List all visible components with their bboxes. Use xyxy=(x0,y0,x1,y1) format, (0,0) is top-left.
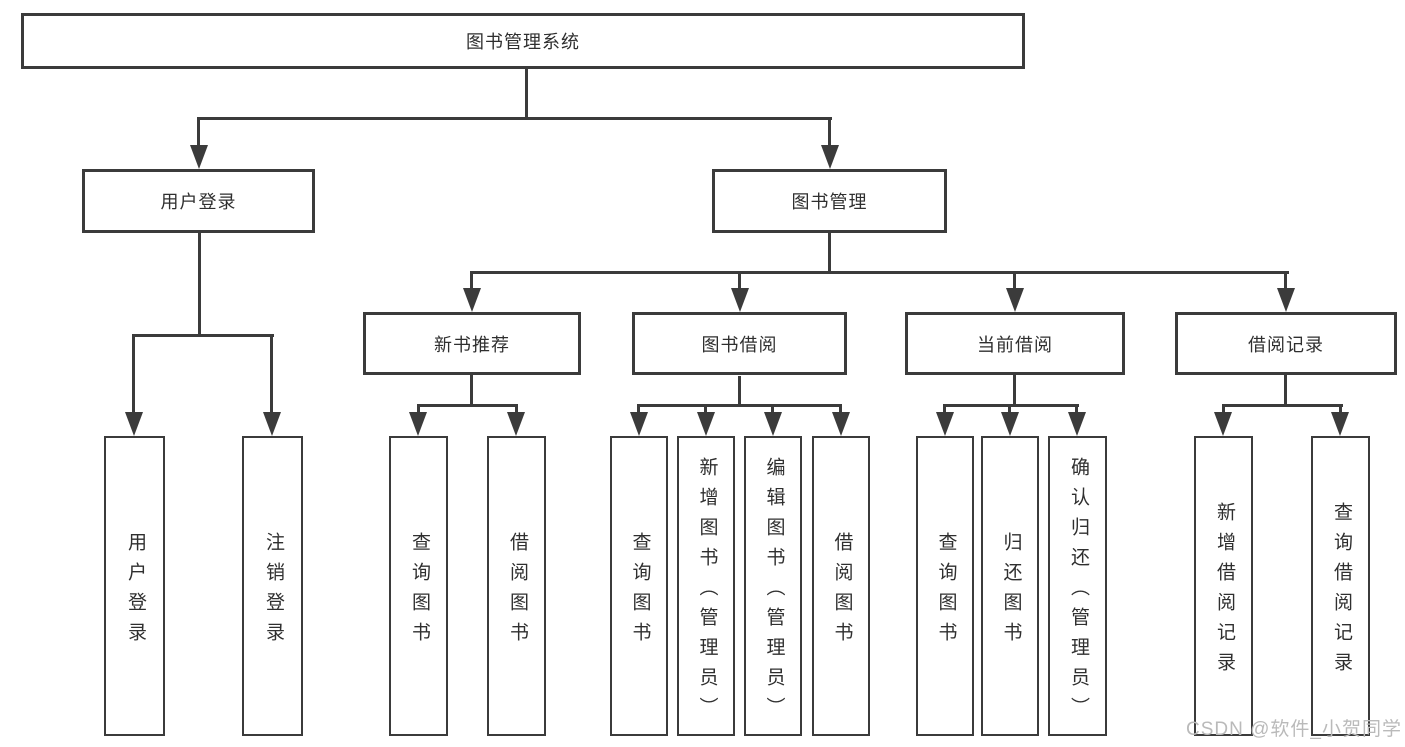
connector-line xyxy=(417,404,420,416)
node-new-book-rec: 新书推荐 xyxy=(363,312,581,375)
connector-line xyxy=(417,404,518,407)
connector-line xyxy=(943,404,1079,407)
node-current-borrow: 当前借阅 xyxy=(905,312,1125,375)
arrowhead-down-icon xyxy=(409,412,427,436)
leaf-br-add-record: 新增借阅记录 xyxy=(1194,436,1253,736)
leaf-cb-confirm-return: 确认归还（管理员） xyxy=(1048,436,1107,736)
leaf-cb-query-books: 查询图书 xyxy=(916,436,974,736)
leaf-bb-add-books: 新增图书（管理员） xyxy=(677,436,735,736)
connector-line xyxy=(515,404,518,416)
connector-line xyxy=(1222,404,1225,416)
arrowhead-down-icon xyxy=(697,412,715,436)
leaf-cb-return-books: 归还图书 xyxy=(981,436,1039,736)
node-label: 图书管理系统 xyxy=(466,32,580,52)
connector-line xyxy=(470,271,1289,274)
arrowhead-down-icon xyxy=(1006,288,1024,312)
arrowhead-down-icon xyxy=(1277,288,1295,312)
connector-line xyxy=(198,233,201,337)
connector-line xyxy=(771,404,774,416)
watermark: CSDN @软件_小贺同学 xyxy=(1186,719,1402,740)
connector-line xyxy=(1013,375,1016,406)
leaf-user-login: 用户登录 xyxy=(104,436,165,736)
connector-line xyxy=(197,117,200,147)
connector-line xyxy=(470,375,473,406)
arrowhead-down-icon xyxy=(731,288,749,312)
connector-line xyxy=(1222,404,1343,407)
connector-line xyxy=(1008,404,1011,416)
node-borrow-records: 借阅记录 xyxy=(1175,312,1397,375)
arrowhead-down-icon xyxy=(764,412,782,436)
connector-line xyxy=(828,233,831,274)
connector-line xyxy=(1339,404,1342,416)
node-label: 确认归还（管理员） xyxy=(1067,456,1089,727)
arrowhead-down-icon xyxy=(190,145,208,169)
leaf-bb-query-books: 查询图书 xyxy=(610,436,668,736)
arrowhead-down-icon xyxy=(263,412,281,436)
arrowhead-down-icon xyxy=(1001,412,1019,436)
connector-line xyxy=(270,334,273,414)
node-label: 借阅图书 xyxy=(506,531,528,652)
leaf-br-query-record: 查询借阅记录 xyxy=(1311,436,1370,736)
arrowhead-down-icon xyxy=(125,412,143,436)
node-label: 查询借阅记录 xyxy=(1330,501,1352,682)
connector-line xyxy=(470,271,473,291)
connector-line xyxy=(1284,375,1287,406)
connector-line xyxy=(1013,271,1016,291)
connector-line xyxy=(1284,271,1287,291)
arrowhead-down-icon xyxy=(630,412,648,436)
connector-line xyxy=(738,376,741,406)
connector-line xyxy=(525,69,528,119)
connector-line xyxy=(132,334,274,337)
arrowhead-down-icon xyxy=(936,412,954,436)
arrowhead-down-icon xyxy=(507,412,525,436)
node-label: 查询图书 xyxy=(935,531,957,652)
node-label: 查询图书 xyxy=(408,531,430,652)
leaf-logout: 注销登录 xyxy=(242,436,303,736)
leaf-bb-edit-books: 编辑图书（管理员） xyxy=(744,436,802,736)
node-label: 查询图书 xyxy=(629,531,651,652)
leaf-nr-borrow-books: 借阅图书 xyxy=(487,436,546,736)
node-label: 归还图书 xyxy=(1000,531,1022,652)
node-label: 编辑图书（管理员） xyxy=(763,456,785,727)
leaf-nr-query-books: 查询图书 xyxy=(389,436,448,736)
connector-line xyxy=(197,117,832,120)
node-label: 新增借阅记录 xyxy=(1213,501,1235,682)
arrowhead-down-icon xyxy=(832,412,850,436)
node-root: 图书管理系统 xyxy=(21,13,1025,69)
node-user-login: 用户登录 xyxy=(82,169,315,233)
leaf-bb-borrow-books: 借阅图书 xyxy=(812,436,870,736)
node-label: 新增图书（管理员） xyxy=(696,456,718,727)
node-label: 注销登录 xyxy=(262,531,284,652)
connector-line xyxy=(637,404,640,416)
connector-line xyxy=(637,404,842,407)
connector-line xyxy=(943,404,946,416)
node-book-mgmt: 图书管理 xyxy=(712,169,947,233)
node-label: 用户登录 xyxy=(124,531,146,652)
node-label: 图书借阅 xyxy=(701,334,778,355)
node-label: 借阅记录 xyxy=(1248,334,1324,355)
node-book-borrow: 图书借阅 xyxy=(632,312,847,375)
node-label: 图书管理 xyxy=(791,192,868,212)
connector-line xyxy=(828,117,831,147)
connector-line xyxy=(1075,404,1078,416)
arrowhead-down-icon xyxy=(1331,412,1349,436)
connector-line xyxy=(132,334,135,414)
node-label: 当前借阅 xyxy=(977,334,1053,355)
arrowhead-down-icon xyxy=(1068,412,1086,436)
node-label: 新书推荐 xyxy=(434,334,510,355)
connector-line xyxy=(704,404,707,416)
connector-line xyxy=(738,271,741,291)
node-label: 借阅图书 xyxy=(831,531,853,652)
arrowhead-down-icon xyxy=(821,145,839,169)
arrowhead-down-icon xyxy=(463,288,481,312)
arrowhead-down-icon xyxy=(1214,412,1232,436)
node-label: 用户登录 xyxy=(160,192,237,212)
connector-line xyxy=(839,404,842,416)
